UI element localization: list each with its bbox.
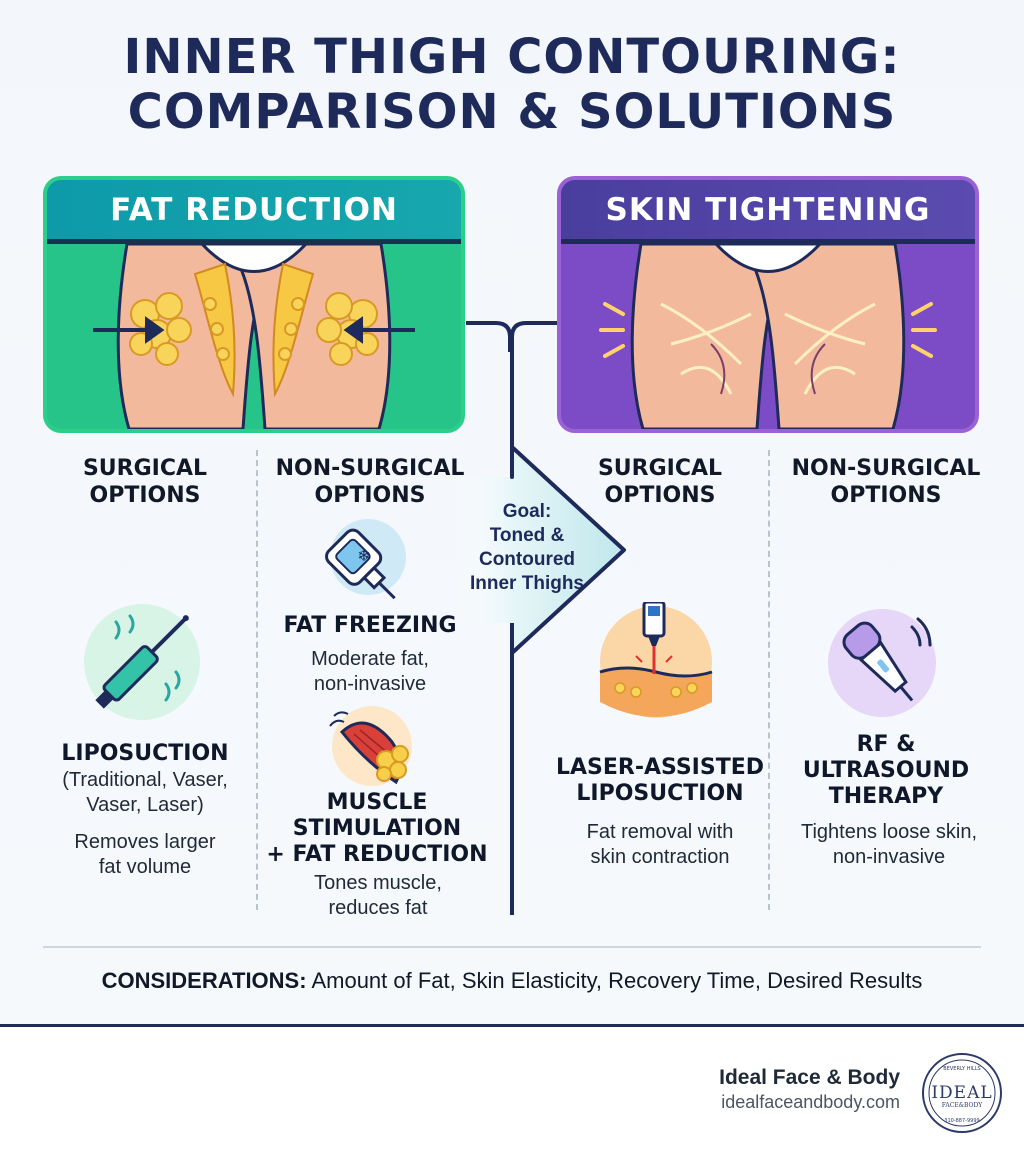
liposuction-subtitle: (Traditional, Vaser, Vaser, Laser)	[62, 769, 228, 816]
skin-tightening-panel: SKIN TIGHTENING	[557, 176, 979, 433]
laser-liposuction-description: Fat removal with skin contraction	[586, 821, 734, 868]
considerations-divider	[43, 946, 981, 948]
considerations-text: Amount of Fat, Skin Elasticity, Recovery…	[306, 968, 923, 993]
fat-non-surgical-heading: NON-SURGICAL OPTIONS	[275, 456, 465, 508]
liposuction-title: LIPOSUCTION	[61, 741, 229, 766]
liposuction-description: Removes larger fat volume	[74, 831, 216, 878]
brand-logo: BEVERLY HILLS IDEAL FACE&BODY 310-887-99…	[922, 1053, 1002, 1133]
connector-left	[466, 321, 512, 352]
connector-right	[510, 321, 557, 352]
svg-text:❄: ❄	[357, 546, 370, 565]
fat-reduction-banner: FAT REDUCTION	[47, 180, 461, 244]
skin-tightening-banner: SKIN TIGHTENING	[561, 180, 975, 244]
divider-left	[256, 450, 258, 910]
fat-freezing-title: FAT FREEZING	[283, 613, 457, 638]
goal-connector	[452, 321, 626, 915]
rf-ultrasound-title: RF & ULTRASOUND THERAPY	[802, 732, 970, 809]
skin-surgical-heading: SURGICAL OPTIONS	[597, 456, 723, 508]
rf-ultrasound-description: Tightens loose skin, non-invasive	[800, 821, 977, 868]
svg-text:FACE&BODY: FACE&BODY	[942, 1102, 984, 1109]
brand-url: idealfaceandbody.com	[721, 1092, 900, 1112]
fat-reduction-panel: FAT REDUCTION	[43, 176, 465, 433]
skin-non-surgical-heading: NON-SURGICAL OPTIONS	[791, 456, 981, 508]
divider-right	[768, 450, 770, 910]
skin-thighs-illustration	[599, 244, 937, 429]
fat-freezing-description: Moderate fat, non-invasive	[311, 648, 429, 695]
liposuction-cannula-icon	[84, 604, 200, 720]
fat-thighs-illustration	[93, 244, 415, 429]
goal-arrow	[452, 447, 624, 653]
svg-text:IDEAL: IDEAL	[931, 1083, 992, 1103]
muscle-stimulation-description: Tones muscle, reduces fat	[314, 872, 442, 919]
considerations: CONSIDERATIONS: Amount of Fat, Skin Elas…	[0, 968, 1024, 994]
laser-liposuction-title: LASER-ASSISTED LIPOSUCTION	[555, 755, 765, 806]
brand-name: Ideal Face & Body	[719, 1066, 900, 1089]
goal-label: Goal: Toned & Contoured Inner Thighs	[470, 501, 584, 594]
svg-text:310-887-9999: 310-887-9999	[944, 1118, 979, 1124]
svg-text:BEVERLY HILLS: BEVERLY HILLS	[943, 1066, 980, 1072]
footer-divider	[0, 1024, 1024, 1027]
page-title: INNER THIGH CONTOURING: COMPARISON & SOL…	[123, 29, 901, 140]
considerations-label: CONSIDERATIONS:	[101, 968, 307, 993]
infographic: INNER THIGH CONTOURING: COMPARISON & SOL…	[0, 0, 1024, 1026]
rf-ultrasound-device-icon	[828, 609, 936, 717]
fat-surgical-heading: SURGICAL OPTIONS	[82, 456, 208, 508]
muscle-stimulation-title: MUSCLE STIMULATION + FAT REDUCTION	[266, 790, 488, 867]
fat-freezing-applicator-icon: ❄	[325, 519, 406, 600]
muscle-fat-icon	[329, 706, 412, 786]
laser-skin-icon	[599, 602, 713, 718]
